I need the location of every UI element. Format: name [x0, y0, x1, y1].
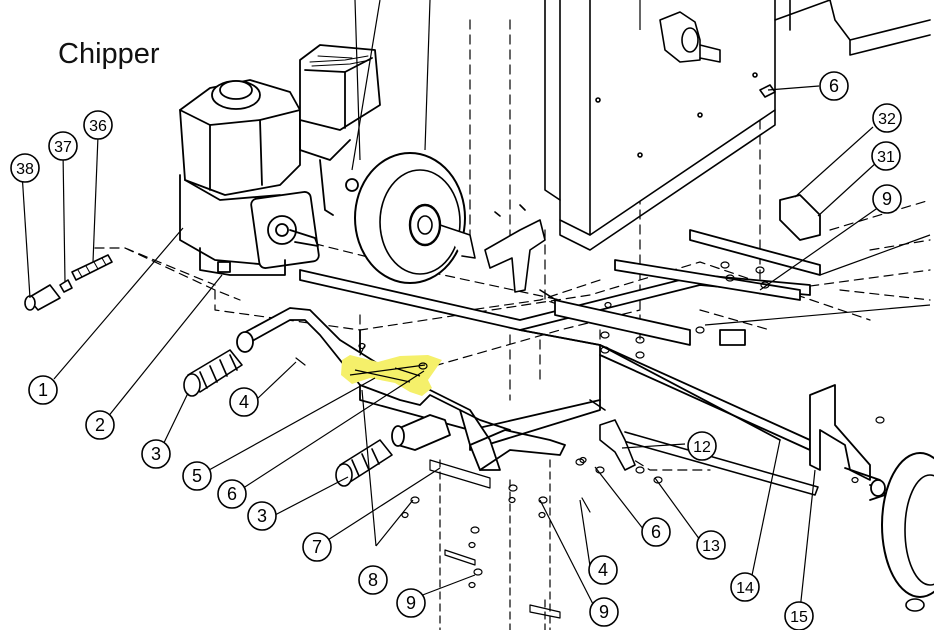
callout-circle [819, 71, 849, 101]
callout-32: 32 [872, 103, 902, 133]
callout-3: 3 [141, 439, 171, 469]
axle [539, 289, 819, 496]
callout-circle [83, 110, 113, 140]
callout-circle [247, 501, 277, 531]
callout-label: 38 [16, 161, 34, 178]
housing-panel [544, 0, 931, 251]
handlebar [236, 307, 566, 471]
wheel-left [354, 152, 476, 284]
callout-12: 12 [687, 431, 717, 461]
callout-9: 9 [396, 588, 426, 618]
engine [179, 44, 381, 276]
callout-circle [730, 572, 760, 602]
callout-circle [589, 597, 619, 627]
callout-circle [696, 530, 726, 560]
wheel-brackets [484, 204, 546, 293]
callout-36: 36 [83, 110, 113, 140]
callout-circle [182, 461, 212, 491]
callout-label: 14 [736, 580, 754, 597]
callout-6: 6 [819, 71, 849, 101]
bracket-12 [599, 419, 636, 471]
callout-circle [217, 479, 247, 509]
callout-circle [141, 439, 171, 469]
callout-circle [687, 431, 717, 461]
callout-circle [588, 555, 618, 585]
callout-2: 2 [85, 410, 115, 440]
frame [299, 194, 886, 501]
callout-6: 6 [217, 479, 247, 509]
callout-label: 12 [693, 439, 711, 456]
callout-label: 9 [882, 189, 892, 209]
callout-label: 6 [227, 484, 237, 504]
callout-38: 38 [10, 153, 40, 183]
callout-circle [48, 131, 78, 161]
callout-31: 31 [871, 141, 901, 171]
callout-circle [28, 375, 58, 405]
callout-circle [872, 103, 902, 133]
callout-15: 15 [784, 601, 814, 631]
callout-label: 32 [878, 111, 896, 128]
callout-label: 3 [151, 444, 161, 464]
callout-8: 8 [358, 565, 388, 595]
callout-9: 9 [872, 184, 902, 214]
callout-circle [302, 532, 332, 562]
callout-label: 1 [38, 380, 48, 400]
shaft-parts [24, 254, 113, 311]
grip-lower [335, 439, 393, 487]
leader-lines [21, 0, 931, 611]
callout-label: 4 [598, 560, 608, 580]
callout-7: 7 [302, 532, 332, 562]
callout-circle [10, 153, 40, 183]
callout-label: 2 [95, 415, 105, 435]
callout-label: 3 [257, 506, 267, 526]
callout-label: 6 [651, 522, 661, 542]
callout-label: 31 [877, 149, 895, 166]
callout-label: 15 [790, 609, 808, 626]
lower-hardware [295, 261, 885, 631]
diagram-title: Chipper [58, 38, 160, 70]
callout-37: 37 [48, 131, 78, 161]
callout-1: 1 [28, 375, 58, 405]
callout-label: 5 [192, 466, 202, 486]
callout-circle [641, 517, 671, 547]
callout-4: 4 [588, 555, 618, 585]
callout-circle [358, 565, 388, 595]
callout-label: 37 [54, 139, 72, 156]
wheel-right [881, 452, 934, 612]
callout-label: 36 [89, 118, 107, 135]
callout-circle [871, 141, 901, 171]
callout-label: 7 [312, 537, 322, 557]
callout-circle [85, 410, 115, 440]
callout-circle [229, 387, 259, 417]
callout-label: 9 [406, 593, 416, 613]
callout-3: 3 [247, 501, 277, 531]
callout-label: 13 [702, 538, 720, 555]
callout-4: 4 [229, 387, 259, 417]
callout-5: 5 [182, 461, 212, 491]
callout-6: 6 [641, 517, 671, 547]
callout-14: 14 [730, 572, 760, 602]
callout-label: 8 [368, 570, 378, 590]
callout-circle [396, 588, 426, 618]
grip-upper [183, 349, 243, 397]
callout-circle [872, 184, 902, 214]
callout-13: 13 [696, 530, 726, 560]
callout-9: 9 [589, 597, 619, 627]
callout-label: 9 [599, 602, 609, 622]
callout-label: 4 [239, 392, 249, 412]
highlighted-part-5-6 [341, 342, 442, 396]
callout-label: 6 [829, 76, 839, 96]
